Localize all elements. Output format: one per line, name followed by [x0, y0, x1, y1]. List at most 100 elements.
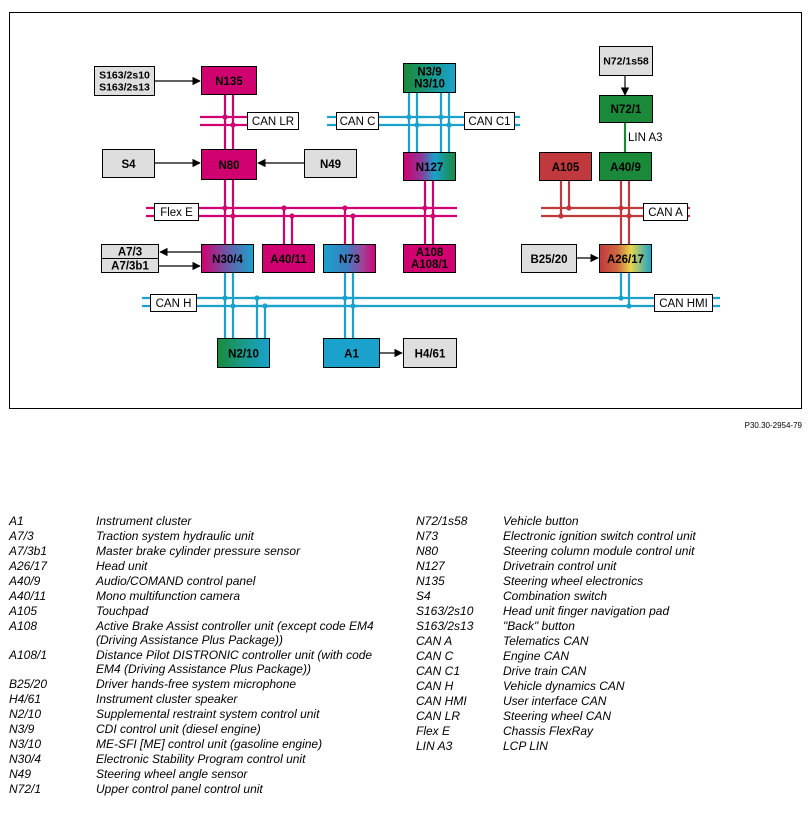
box-a26-17: A26/17: [599, 244, 652, 273]
legend-description: Engine CAN: [503, 649, 570, 663]
bus-label-flex-e: Flex E: [154, 203, 199, 221]
legend-row: N72/1 Upper control panel control unit: [9, 782, 399, 796]
legend-code: CAN C: [416, 649, 454, 663]
legend-description: Upper control panel control unit: [96, 782, 263, 796]
legend-code: N3/9: [9, 722, 35, 736]
legend-description: Audio/COMAND control panel: [96, 574, 256, 588]
bus-label-can-c: CAN C: [336, 112, 379, 130]
legend-code: N30/4: [9, 752, 42, 766]
legend-code: CAN LR: [416, 709, 461, 723]
junction-dots: [222, 114, 632, 309]
box-a1: A1: [323, 338, 380, 368]
box-n72-1: N72/1: [599, 95, 653, 123]
legend-code: S4: [416, 589, 431, 603]
box-n72-1s58: N72/1s58: [599, 46, 653, 76]
svg-text:N49: N49: [320, 159, 341, 171]
legend-code: N135: [416, 574, 445, 588]
legend-description: Steering wheel electronics: [503, 574, 644, 588]
legend-description: Active Brake Assist controller unit (exc…: [96, 619, 374, 647]
box-n2-10: N2/10: [217, 338, 270, 368]
bus-label-lin-a3: LIN A3: [628, 132, 663, 144]
box-a40-11: A40/11: [262, 244, 315, 273]
box-b25-20: B25/20: [521, 244, 577, 273]
legend-row: CAN C Engine CAN: [416, 649, 806, 663]
svg-text:N3/9: N3/9: [417, 67, 441, 79]
svg-text:A7/3: A7/3: [118, 247, 142, 259]
legend-description: Supplemental restraint system control un…: [96, 707, 320, 721]
legend-code: S163/2s10: [416, 604, 474, 618]
legend-description: Steering column module control unit: [503, 544, 695, 558]
legend-code: N2/10: [9, 707, 42, 721]
box-a108: A108 A108/1: [403, 244, 456, 273]
svg-text:N30/4: N30/4: [212, 254, 243, 266]
legend-description: ME-SFI [ME] control unit (gasoline engin…: [96, 737, 323, 751]
bus-label-can-hmi: CAN HMI: [654, 294, 713, 312]
svg-text:B25/20: B25/20: [530, 254, 567, 266]
legend-code: N80: [416, 544, 439, 558]
legend-description: Mono multifunction camera: [96, 589, 241, 603]
box-n73: N73: [323, 244, 376, 273]
bus-label-can-h: CAN H: [150, 294, 197, 312]
bus-label-can-a: CAN A: [643, 203, 688, 221]
legend-code: H4/61: [9, 692, 42, 706]
legend-description: Drive train CAN: [503, 664, 587, 678]
legend-code: S163/2s13: [416, 619, 474, 633]
legend-code: N49: [9, 767, 32, 781]
svg-text:N72/1s58: N72/1s58: [603, 56, 649, 68]
legend-code: N73: [416, 529, 439, 543]
legend-code: N72/1: [9, 782, 42, 796]
legend-code: N127: [416, 559, 445, 573]
box-a105: A105: [539, 152, 592, 181]
box-h4-61: H4/61: [403, 338, 457, 368]
svg-text:S4: S4: [121, 159, 136, 171]
box-n3: N3/9 N3/10: [403, 63, 456, 93]
svg-text:CAN H: CAN H: [156, 298, 192, 310]
legend-code: A108/1: [9, 648, 48, 662]
legend-description: Steering wheel CAN: [503, 709, 612, 723]
legend-description: "Back" button: [503, 619, 575, 633]
legend-row: N73 Electronic ignition switch control un…: [416, 529, 806, 543]
legend-row: A108 Active Brake Assist controller unit …: [9, 619, 399, 647]
legend-description: Driver hands-free system microphone: [96, 677, 297, 691]
legend-code: CAN HMI: [416, 694, 467, 708]
legend-code: CAN A: [416, 634, 453, 648]
legend-code: A40/11: [9, 589, 47, 603]
legend-description: Drivetrain control unit: [503, 559, 617, 573]
legend-description: Master brake cylinder pressure sensor: [96, 544, 301, 558]
svg-text:N80: N80: [218, 160, 239, 172]
legend-description: CDI control unit (diesel engine): [96, 722, 261, 736]
legend-description: Vehicle button: [503, 514, 579, 528]
legend-description: Touchpad: [96, 604, 149, 618]
svg-text:A7/3b1: A7/3b1: [111, 261, 149, 273]
legend-code: A26/17: [9, 559, 48, 573]
svg-text:A40/9: A40/9: [610, 162, 641, 174]
bus-can-hmi-lines: [251, 296, 720, 308]
legend-description: Vehicle dynamics CAN: [503, 679, 625, 693]
legend-code: A108: [9, 619, 38, 633]
legend-code: A1: [9, 514, 24, 528]
svg-text:A108/1: A108/1: [411, 259, 449, 271]
svg-text:N72/1: N72/1: [611, 104, 642, 116]
network-diagram: CAN LR CAN C CAN C1 Flex E CAN A CAN H C…: [9, 12, 802, 409]
box-s4: S4: [102, 149, 155, 178]
legend-description: Traction system hydraulic unit: [96, 529, 254, 543]
svg-text:CAN C1: CAN C1: [468, 116, 510, 128]
svg-text:CAN LR: CAN LR: [252, 116, 294, 128]
svg-text:A26/17: A26/17: [607, 254, 644, 266]
legend-description: Head unit: [96, 559, 148, 573]
svg-text:S163/2s13: S163/2s13: [99, 82, 150, 94]
legend-description: Electronic ignition switch control unit: [503, 529, 696, 543]
legend-description: Chassis FlexRay: [503, 724, 594, 738]
svg-text:H4/61: H4/61: [415, 349, 446, 361]
